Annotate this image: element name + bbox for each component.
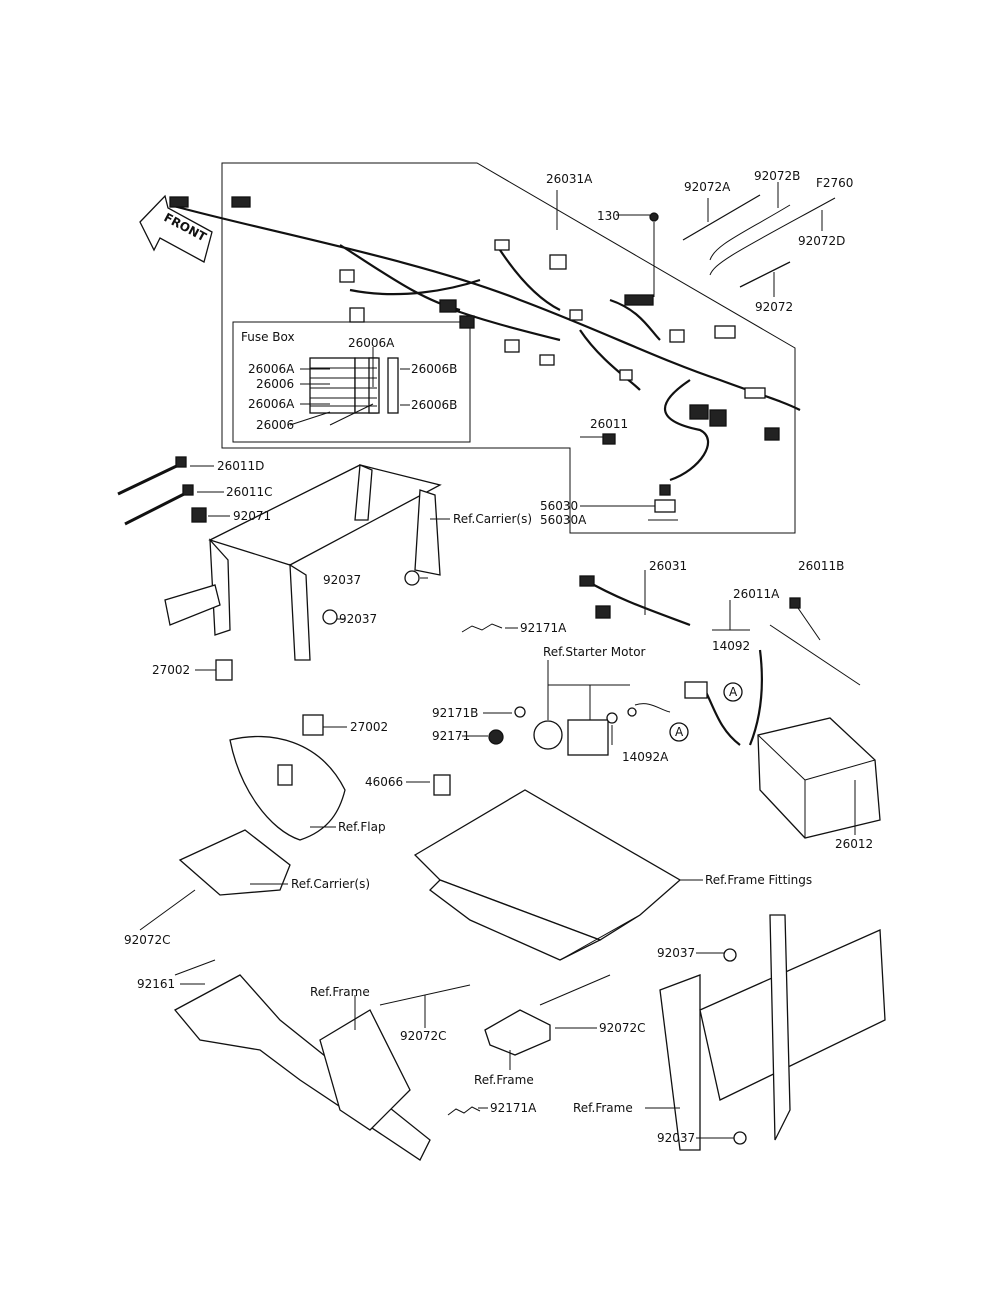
- part-label: 92171B: [432, 706, 478, 720]
- part-label: Ref.Flap: [338, 820, 386, 834]
- part-label: 26006B: [411, 398, 457, 412]
- part-label: 130: [597, 209, 620, 223]
- battery-tray: [413, 789, 682, 961]
- carrier-frame: [164, 464, 442, 661]
- part-label: 14092: [712, 639, 750, 653]
- battery-26012: [684, 597, 881, 839]
- cable-ties: [682, 182, 836, 297]
- part-label: 26011C: [226, 485, 273, 499]
- part-label: 26011A: [733, 587, 780, 601]
- part-label: 92072B: [754, 169, 800, 183]
- fuse-box-title: Fuse Box: [241, 330, 295, 344]
- clip-92171a-lower: [447, 1106, 481, 1116]
- flap: [215, 659, 346, 841]
- starter-relay: [433, 660, 671, 796]
- connector-marker-a: A A: [669, 682, 743, 742]
- part-label: 26031: [649, 559, 687, 573]
- part-label: 27002: [350, 720, 388, 734]
- part-label: 26011: [590, 417, 628, 431]
- part-label: 27002: [152, 663, 190, 677]
- part-label: 92037: [657, 946, 695, 960]
- frame-left: [173, 959, 471, 1161]
- part-label: 26006B: [411, 362, 457, 376]
- rod-26011d: [117, 456, 230, 526]
- part-label: 26006A: [248, 362, 295, 376]
- part-label: Ref.Carrier(s): [291, 877, 370, 891]
- part-label: Ref.Frame: [573, 1101, 633, 1115]
- part-label: 92037: [323, 573, 361, 587]
- fuse-leaders: [289, 347, 410, 426]
- bolt-130-icon: [649, 212, 659, 222]
- part-label: 26012: [835, 837, 873, 851]
- part-label: 92171A: [490, 1101, 537, 1115]
- part-label: 92072C: [124, 933, 171, 947]
- part-label: 14092A: [622, 750, 669, 764]
- part-label: 46066: [365, 775, 403, 789]
- part-label: 92171: [432, 729, 470, 743]
- frame-right: [659, 914, 886, 1151]
- part-label: Ref.Carrier(s): [453, 512, 532, 526]
- part-label: 26006: [256, 418, 294, 432]
- part-label: Ref.Frame: [310, 985, 370, 999]
- carrier-bracket: [139, 829, 291, 931]
- part-label: Ref.Frame: [474, 1073, 534, 1087]
- part-label: Ref.Frame Fittings: [705, 873, 812, 887]
- part-label: 92037: [339, 612, 377, 626]
- marker-label: A: [675, 725, 684, 739]
- part-label: 92072C: [599, 1021, 646, 1035]
- part-label: 26006A: [248, 397, 295, 411]
- part-label: 92072: [755, 300, 793, 314]
- part-label: 92072D: [798, 234, 845, 248]
- harness-kit-boundary: [221, 162, 796, 534]
- marker-label: A: [729, 685, 738, 699]
- part-label: 26006A: [348, 336, 395, 350]
- clip-92171a: [461, 623, 503, 633]
- part-label: 92072C: [400, 1029, 447, 1043]
- part-label: F2760: [816, 176, 853, 190]
- part-label: 26011B: [798, 559, 844, 573]
- frame-bracket: [484, 974, 611, 1056]
- part-label: 92161: [137, 977, 175, 991]
- part-label: 92071: [233, 509, 271, 523]
- harness-26031: [584, 579, 691, 627]
- fuse-box-icon: [309, 357, 399, 414]
- part-label: 26031A: [546, 172, 593, 186]
- part-label: 26006: [256, 377, 294, 391]
- part-label: 92037: [657, 1131, 695, 1145]
- main-wiring-harness: [169, 196, 801, 496]
- part-label: Ref.Starter Motor: [543, 645, 646, 659]
- part-label: 92072A: [684, 180, 731, 194]
- part-label: 92171A: [520, 621, 567, 635]
- part-label: 56030: [540, 499, 578, 513]
- label-56030-icon: [654, 499, 676, 513]
- part-label: 26011D: [217, 459, 264, 473]
- part-label: 56030A: [540, 513, 587, 527]
